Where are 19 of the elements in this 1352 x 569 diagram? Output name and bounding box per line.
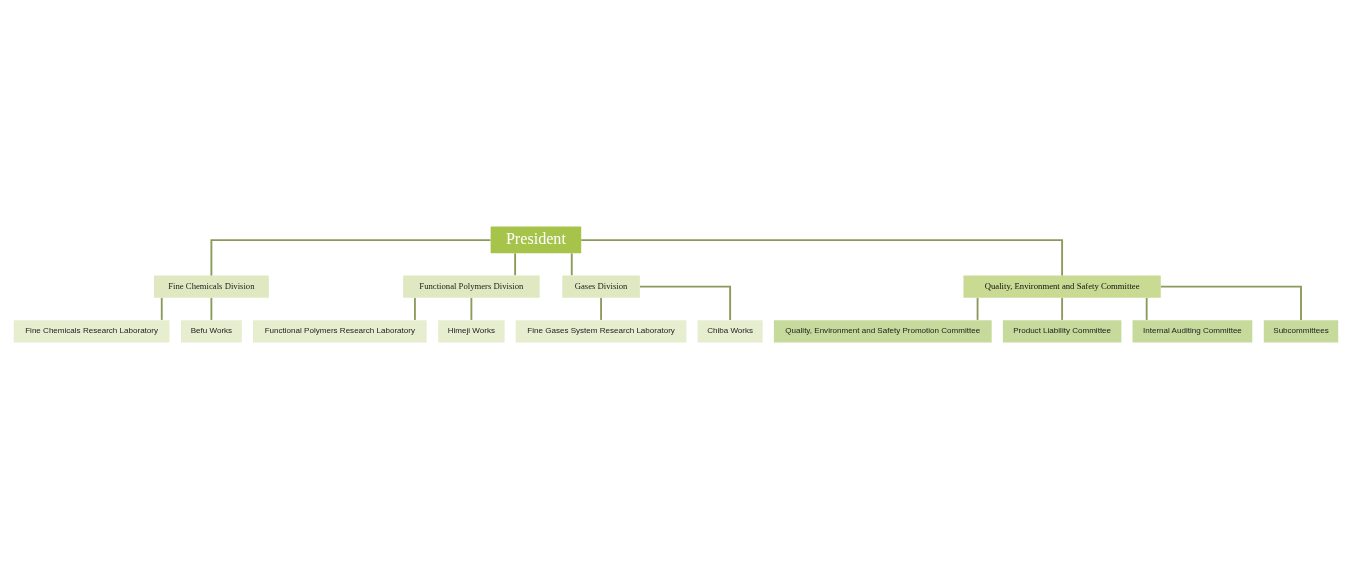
connector [570,252,573,277]
connector [514,252,517,277]
node-box: President [490,226,582,254]
connector [600,297,602,321]
connector [414,297,416,321]
node-box: Quality, Environment and Safety Committee [963,275,1161,298]
connector [580,239,1064,277]
node-box: Fine Chemicals Division [154,275,269,298]
connector [1145,297,1148,321]
connector [1061,297,1064,321]
node-box: Functional Polymers Division [403,275,540,298]
connector [210,297,213,321]
node-box: Gases Division [562,275,640,298]
connector [639,285,732,321]
connector [1159,285,1302,321]
connector [976,297,979,321]
connector [160,297,163,321]
connector [210,239,492,277]
connector [470,297,473,321]
